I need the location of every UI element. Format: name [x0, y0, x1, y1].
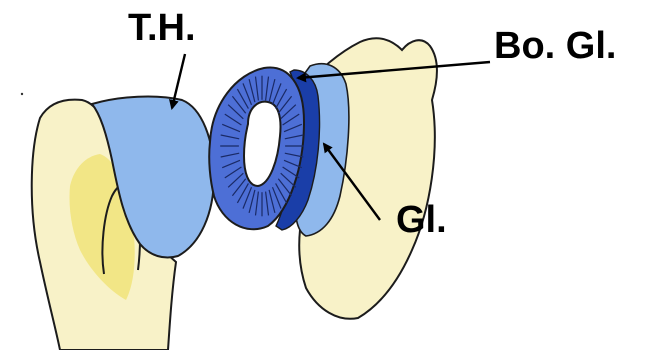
- label-humeral-head: T.H.: [128, 7, 196, 49]
- label-glenoid: Gl.: [396, 199, 447, 241]
- labrum-hatching: [220, 76, 304, 217]
- label-glenoid-labrum: Bo. Gl.: [494, 25, 616, 67]
- speck: [21, 93, 23, 95]
